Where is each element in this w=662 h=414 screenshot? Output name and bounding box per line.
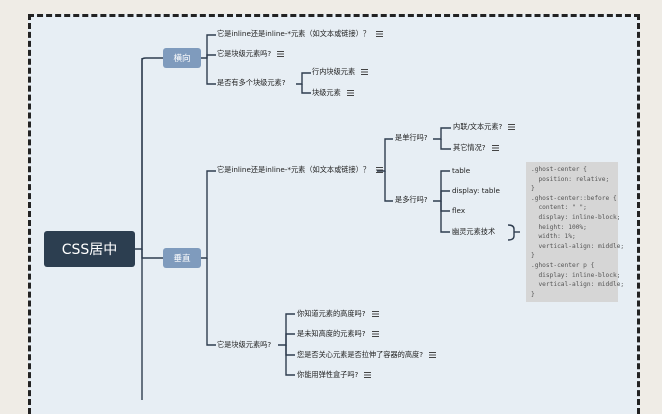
code-line: } (531, 252, 535, 260)
node-label: 你能用弹性盒子吗? (297, 370, 359, 379)
ghost-center-code: .ghost-center { position: relative; } .g… (526, 162, 625, 302)
mindmap-connectors (135, 34, 520, 400)
node-v-care-stretch[interactable]: 您是否关心元素是否拉伸了容器的高度? (297, 349, 437, 361)
note-icon (346, 90, 354, 96)
code-line: display: inline-block; (531, 213, 621, 221)
code-line: } (531, 290, 535, 298)
node-v-display-table[interactable]: display: table (452, 185, 500, 197)
node-label: display: table (452, 186, 500, 195)
node-v-unknown-height[interactable]: 是未知高度的元素吗? (297, 328, 379, 340)
node-label: 是多行吗? (395, 195, 428, 204)
node-label: 是否有多个块级元素? (217, 78, 286, 87)
node-v-know-height[interactable]: 你知道元素的高度吗? (297, 308, 379, 320)
code-line: position: relative; (531, 175, 610, 183)
node-label: 它是块级元素吗? (217, 49, 272, 58)
code-line: vertical-align: middle; (531, 281, 625, 289)
code-line: .ghost-center { (531, 166, 587, 173)
note-icon (376, 167, 384, 173)
node-label: 您是否关心元素是否拉伸了容器的高度? (297, 350, 424, 359)
node-v-flexbox[interactable]: 你能用弹性盒子吗? (297, 369, 372, 381)
code-line: content: " "; (531, 204, 587, 212)
node-label: 行内块级元素 (312, 67, 356, 76)
code-line: } (531, 185, 535, 193)
node-v-ghost[interactable]: 幽灵元素技术 (452, 226, 495, 238)
node-h-inline[interactable]: 它是inline还是inline-*元素（如文本或链接）？ (217, 28, 384, 40)
node-h-multiple[interactable]: 是否有多个块级元素? (217, 77, 286, 89)
node-label: flex (452, 206, 466, 215)
node-v-table[interactable]: table (452, 165, 470, 177)
node-label: 它是inline还是inline-*元素（如文本或链接）？ (217, 29, 371, 38)
node-label: 你知道元素的高度吗? (297, 309, 366, 318)
code-line: .ghost-center p { (531, 261, 595, 269)
root-node[interactable]: CSS居中 (44, 231, 135, 267)
node-h-inline-row[interactable]: 行内块级元素 (312, 66, 369, 78)
node-v-single-line[interactable]: 是单行吗? (395, 132, 428, 144)
node-label: 是单行吗? (395, 133, 428, 142)
note-icon (491, 145, 499, 151)
node-v-multi-line[interactable]: 是多行吗? (395, 194, 428, 206)
node-label: 其它情况? (453, 143, 486, 152)
note-icon (371, 311, 379, 317)
note-icon (364, 372, 372, 378)
node-label: 内联/文本元素? (453, 122, 503, 131)
note-icon (508, 124, 516, 130)
code-line: vertical-align: middle; (531, 242, 625, 250)
node-h-block[interactable]: 它是块级元素吗? (217, 48, 285, 60)
note-icon (371, 331, 379, 337)
code-line: display: inline-block; (531, 271, 621, 279)
code-line: width: 1%; (531, 233, 576, 241)
branch-vertical[interactable]: 垂直 (163, 248, 201, 268)
node-v-inline-text[interactable]: 内联/文本元素? (453, 121, 516, 133)
note-icon (361, 69, 369, 75)
code-line: height: 100%; (531, 223, 587, 231)
node-label: table (452, 166, 471, 175)
note-icon (376, 31, 384, 37)
node-label: 幽灵元素技术 (452, 227, 496, 236)
node-v-flex[interactable]: flex (452, 205, 465, 217)
note-icon (429, 352, 437, 358)
node-v-inline[interactable]: 它是inline还是inline-*元素（如文本或链接）？ (217, 164, 384, 176)
note-icon (277, 51, 285, 57)
node-v-block[interactable]: 它是块级元素吗? (217, 339, 271, 351)
code-line: .ghost-center::before { (531, 194, 617, 202)
node-label: 它是块级元素吗? (217, 340, 272, 349)
node-label: 块级元素 (312, 88, 341, 97)
branch-horizontal[interactable]: 横向 (163, 48, 201, 68)
node-v-other-case[interactable]: 其它情况? (453, 142, 499, 154)
node-label: 是未知高度的元素吗? (297, 329, 366, 338)
node-h-block-el[interactable]: 块级元素 (312, 87, 354, 99)
node-label: 它是inline还是inline-*元素（如文本或链接）？ (217, 165, 371, 174)
